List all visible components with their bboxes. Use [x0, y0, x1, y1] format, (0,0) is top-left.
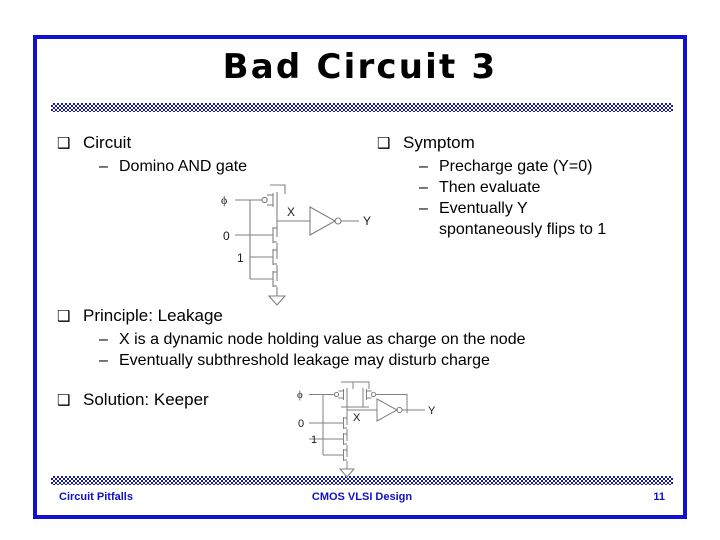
page-title: Bad Circuit 3	[222, 47, 498, 87]
sublist-symptom: –Precharge gate (Y=0) –Then evaluate –Ev…	[419, 156, 606, 240]
list-item: –Eventually subthreshold leakage may dis…	[99, 350, 526, 371]
list-item: –Eventually Y	[419, 198, 606, 219]
input-label-phi: ϕ	[297, 389, 303, 401]
list-item-label: X is a dynamic node holding value as cha…	[119, 331, 526, 348]
dash-icon: –	[99, 158, 108, 175]
list-item-label: Eventually Y	[439, 200, 528, 217]
output-label-y: Y	[428, 405, 436, 417]
footer: Circuit Pitfalls CMOS VLSI Design 11	[51, 491, 673, 511]
dash-icon: –	[419, 179, 428, 196]
dash-icon: –	[419, 200, 428, 217]
dash-icon: –	[419, 158, 428, 175]
list-item-label: Precharge gate (Y=0)	[439, 158, 593, 175]
divider-top	[51, 103, 673, 112]
list-item-label: Then evaluate	[439, 179, 541, 196]
square-bullet-icon: ❑	[377, 134, 391, 152]
dash-icon: –	[99, 352, 108, 369]
list-item: –Then evaluate	[419, 177, 606, 198]
divider-bottom	[51, 476, 673, 485]
input-label-1: 1	[311, 434, 317, 446]
square-bullet-icon: ❑	[57, 134, 71, 152]
keeper-schematic: ϕ 0 1 X Y	[297, 381, 436, 478]
list-item: –Precharge gate (Y=0)	[419, 156, 606, 177]
list-item-label: Domino AND gate	[119, 158, 248, 175]
footer-left-label: Circuit Pitfalls	[59, 491, 133, 503]
output-label-y: Y	[363, 214, 371, 228]
bullet-circuit-label: Circuit	[83, 133, 132, 152]
input-label-0: 0	[298, 418, 304, 430]
dash-icon: –	[99, 331, 108, 348]
sublist-circuit: –Domino AND gate	[99, 156, 247, 177]
square-bullet-icon: ❑	[57, 391, 71, 409]
bullet-principle: ❑ Principle: Leakage	[57, 305, 223, 327]
bullet-principle-label: Principle: Leakage	[83, 306, 223, 325]
node-label-x: X	[287, 205, 295, 219]
bullet-solution: ❑ Solution: Keeper	[57, 389, 209, 411]
list-item: –Domino AND gate	[99, 156, 247, 177]
bullet-solution-label: Solution: Keeper	[83, 390, 209, 409]
footer-page-number: 11	[653, 491, 665, 503]
input-label-0: 0	[223, 229, 230, 243]
bullet-symptom: ❑ Symptom	[377, 132, 475, 154]
domino-and-gate-schematic: ϕ 0 1 X Y	[221, 184, 371, 306]
bullet-symptom-label: Symptom	[403, 133, 475, 152]
slide-canvas: Bad Circuit 3 ❑Circuit –Domino AND gate …	[33, 35, 687, 519]
input-label-1: 1	[237, 251, 244, 265]
list-item-label: Eventually subthreshold leakage may dist…	[119, 352, 490, 369]
list-item: –X is a dynamic node holding value as ch…	[99, 329, 526, 350]
square-bullet-icon: ❑	[57, 307, 71, 325]
list-item-continuation: spontaneously flips to 1	[439, 221, 607, 238]
input-label-phi: ϕ	[221, 193, 227, 207]
node-label-x: X	[353, 412, 361, 424]
sublist-principle: –X is a dynamic node holding value as ch…	[99, 329, 526, 371]
footer-center-label: CMOS VLSI Design	[311, 491, 413, 503]
bullet-circuit: ❑ Circuit	[57, 132, 131, 154]
